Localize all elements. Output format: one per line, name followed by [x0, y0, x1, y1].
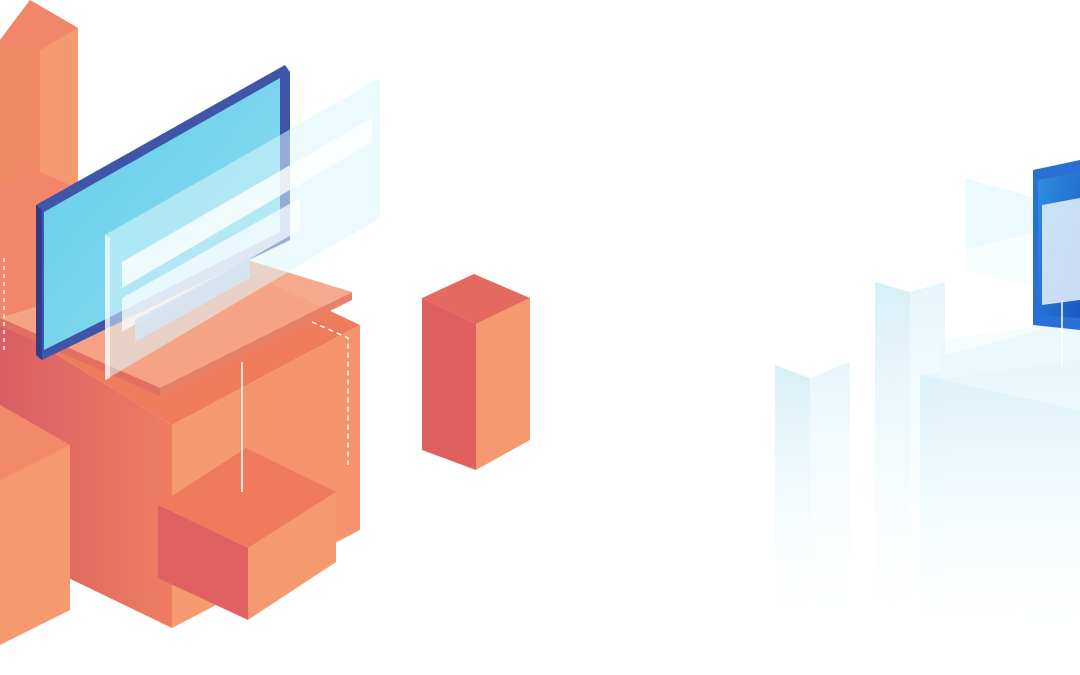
right-block-group [775, 160, 1080, 640]
standalone-pillar [422, 274, 530, 470]
glass-panels [105, 78, 380, 380]
faded-base [920, 320, 1080, 640]
faded-pillar-left [775, 362, 850, 640]
front-cube [158, 448, 336, 620]
front-left-cube [0, 405, 70, 645]
left-block-group [0, 0, 530, 645]
monitor-right [1033, 160, 1080, 330]
